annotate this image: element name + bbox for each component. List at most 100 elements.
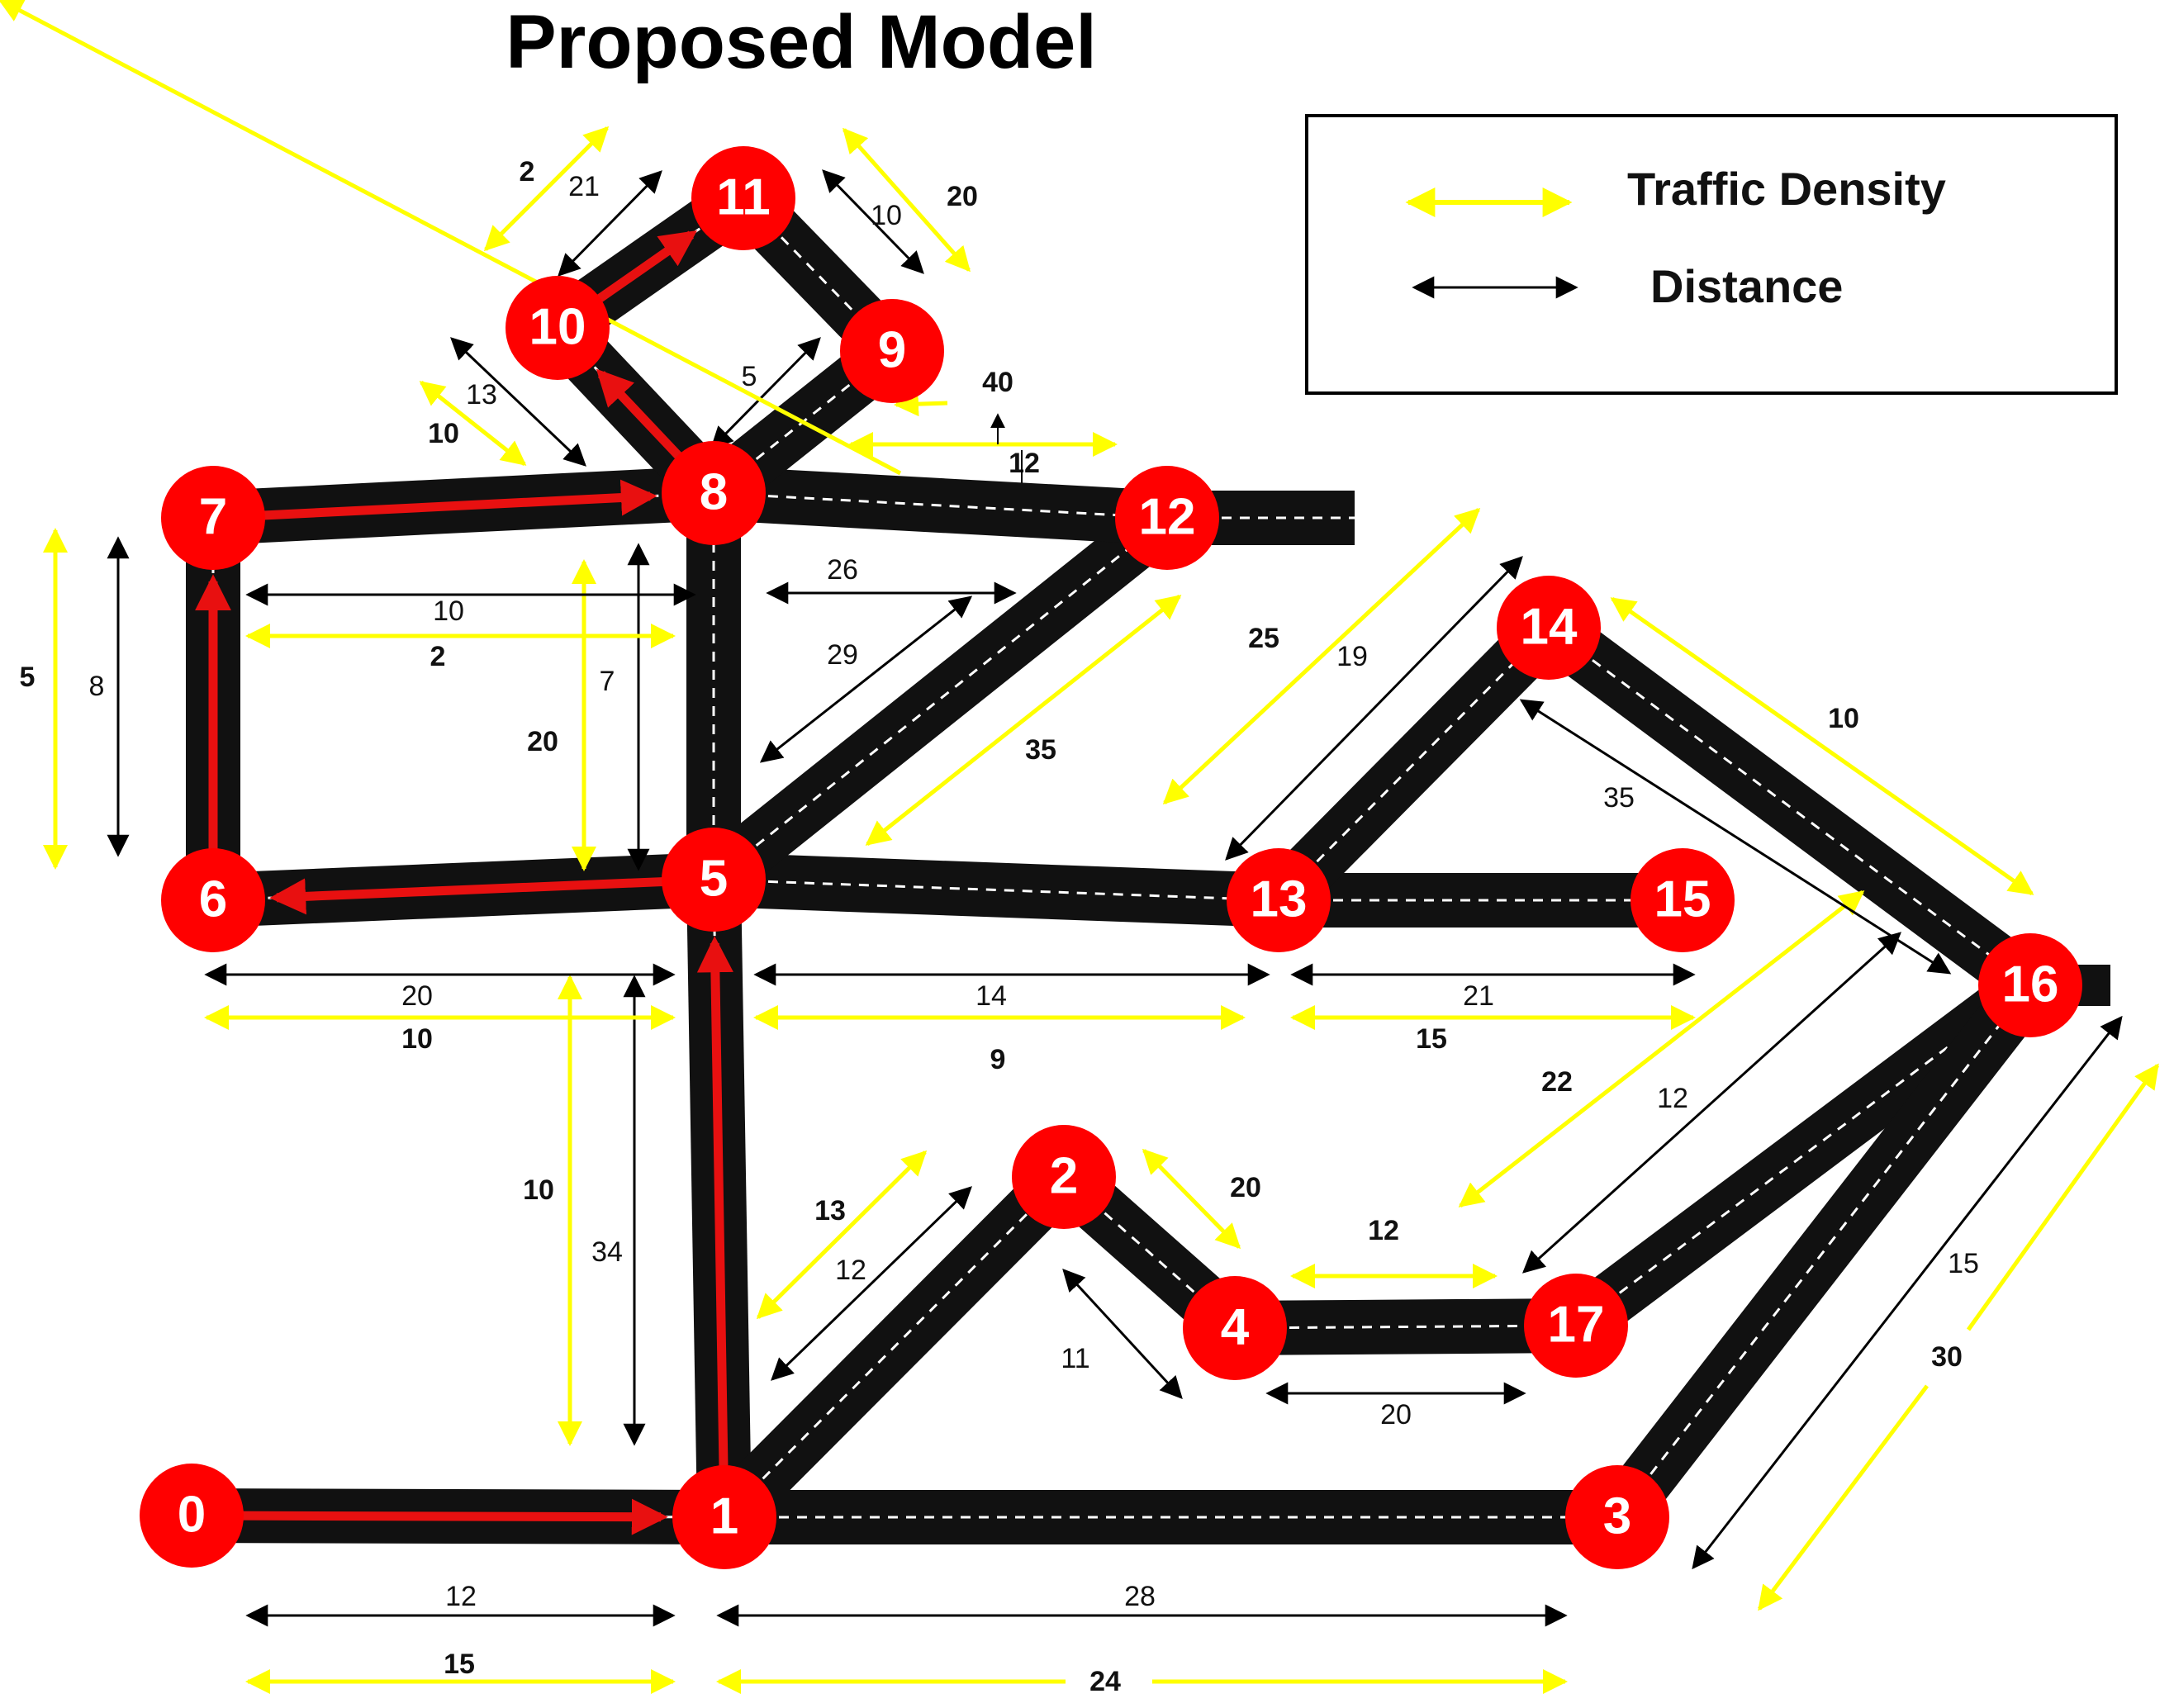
lane-marking-8-12 xyxy=(713,491,1168,520)
density-label-13-15: 15 xyxy=(1416,1023,1447,1055)
distance-label-1-5: 34 xyxy=(591,1236,623,1268)
density-label-8-12: 12 xyxy=(1009,448,1040,479)
node-circle-6 xyxy=(161,848,265,952)
node-label-4: 4 xyxy=(1221,1298,1250,1355)
node-circle-13 xyxy=(1227,848,1331,952)
node-circle-15 xyxy=(1630,848,1735,952)
node-7: 7 xyxy=(161,466,265,570)
density-arrow-5-12 xyxy=(865,595,1182,846)
density-arrow-13-14 xyxy=(1162,507,1481,805)
node-label-6: 6 xyxy=(199,871,227,928)
density-label-5-13: 9 xyxy=(990,1044,1006,1075)
density-label-2-4: 20 xyxy=(1230,1172,1261,1203)
node-circle-7 xyxy=(161,466,265,570)
node-label-13: 13 xyxy=(1251,871,1308,928)
node-circle-12 xyxy=(1115,466,1219,570)
distance-label-5-12: 29 xyxy=(827,639,858,671)
density-arrow-14-16 xyxy=(1610,596,2034,896)
legend: Traffic Density Distance xyxy=(1305,114,2118,395)
distance-arrow-10-11 xyxy=(558,170,662,277)
density-arrow-8-10 xyxy=(419,381,527,466)
distance-label-7-8: 10 xyxy=(433,595,464,627)
node-circle-3 xyxy=(1565,1465,1669,1569)
lane-marking-4-17 xyxy=(1234,1324,1577,1330)
density-arrow-9-8 xyxy=(0,0,902,476)
distance-label-1-3: 28 xyxy=(1124,1581,1156,1612)
density-label-4-17: 12 xyxy=(1368,1215,1399,1246)
lane-marking-5-13 xyxy=(713,878,1279,902)
distance-label-11-9: 10 xyxy=(871,200,902,231)
density-arrow-10-11 xyxy=(483,126,610,252)
node-circle-2 xyxy=(1012,1125,1116,1229)
node-label-15: 15 xyxy=(1654,871,1711,928)
node-8: 8 xyxy=(662,441,766,545)
node-circle-8 xyxy=(662,441,766,545)
node-4: 4 xyxy=(1183,1276,1287,1380)
density-label-1-2: 13 xyxy=(814,1195,846,1226)
node-1: 1 xyxy=(672,1465,776,1569)
density-arrow-3-16 xyxy=(1966,1063,2160,1331)
node-circle-17 xyxy=(1524,1274,1628,1378)
node-label-7: 7 xyxy=(199,488,227,545)
density-arrow-9-8 xyxy=(894,391,948,417)
node-label-0: 0 xyxy=(178,1486,206,1543)
lane-marking-5-12 xyxy=(713,516,1168,881)
distance-label-8-10: 13 xyxy=(466,379,497,410)
density-label-14-16: 10 xyxy=(1828,703,1859,734)
node-label-5: 5 xyxy=(700,850,728,907)
density-label-11-9: 20 xyxy=(947,181,978,212)
distance-legend-label: Distance xyxy=(1650,260,1843,312)
distance-label-8-12: 26 xyxy=(827,554,858,586)
density-label-3-16: 30 xyxy=(1931,1341,1963,1373)
density-arrow-1-2 xyxy=(756,1150,928,1320)
density-arrow-3-16 xyxy=(1758,1384,1929,1611)
distance-label-0-1: 12 xyxy=(445,1581,477,1612)
node-circle-1 xyxy=(672,1465,776,1569)
distance-label-14-16: 35 xyxy=(1603,782,1635,814)
node-9: 9 xyxy=(840,299,944,403)
distance-label-9-8: 5 xyxy=(742,361,757,392)
node-label-17: 17 xyxy=(1548,1296,1605,1353)
route-layer xyxy=(195,230,733,1535)
node-circle-4 xyxy=(1183,1276,1287,1380)
distance-arrow-3-16 xyxy=(1692,1015,2123,1570)
distance-label-3-16: 15 xyxy=(1948,1248,1979,1279)
node-label-14: 14 xyxy=(1521,598,1578,655)
distance-label-17-16: 12 xyxy=(1657,1083,1688,1114)
node-circle-10 xyxy=(506,276,610,380)
density-label-9-8: 40 xyxy=(982,367,1013,398)
node-label-12: 12 xyxy=(1139,488,1196,545)
distance-arrow-9-8 xyxy=(710,337,821,449)
density-arrow-2-4 xyxy=(1142,1148,1241,1250)
density-arrow-11-9 xyxy=(843,127,971,273)
density-label-13-14: 25 xyxy=(1248,623,1279,654)
distance-label-4-17: 20 xyxy=(1380,1399,1412,1430)
node-label-3: 3 xyxy=(1603,1487,1631,1544)
node-5: 5 xyxy=(662,828,766,932)
route-arrow-5-6 xyxy=(269,876,671,915)
distance-label-2-4: 11 xyxy=(1061,1343,1089,1374)
density-label-5-6: 10 xyxy=(401,1023,433,1055)
node-circle-16 xyxy=(1978,933,2082,1037)
density-label-5-12: 35 xyxy=(1025,734,1056,766)
node-6: 6 xyxy=(161,848,265,952)
density-label-0-1: 15 xyxy=(444,1649,475,1680)
node-15: 15 xyxy=(1630,848,1735,952)
distance-label-5-6: 20 xyxy=(401,980,433,1012)
density-label-6-7: 5 xyxy=(20,662,36,693)
lane-marking-1-2 xyxy=(723,1175,1066,1519)
node-label-9: 9 xyxy=(878,321,906,378)
density-label-10-11: 2 xyxy=(520,156,535,187)
node-label-8: 8 xyxy=(700,463,728,520)
density-label-7-8: 2 xyxy=(430,641,446,672)
node-circle-14 xyxy=(1497,576,1601,680)
node-3: 3 xyxy=(1565,1465,1669,1569)
node-circle-11 xyxy=(691,146,795,250)
diagram-title: Proposed Model xyxy=(506,0,1097,84)
node-14: 14 xyxy=(1497,576,1601,680)
node-label-11: 11 xyxy=(716,168,771,225)
node-11: 11 xyxy=(691,146,795,250)
